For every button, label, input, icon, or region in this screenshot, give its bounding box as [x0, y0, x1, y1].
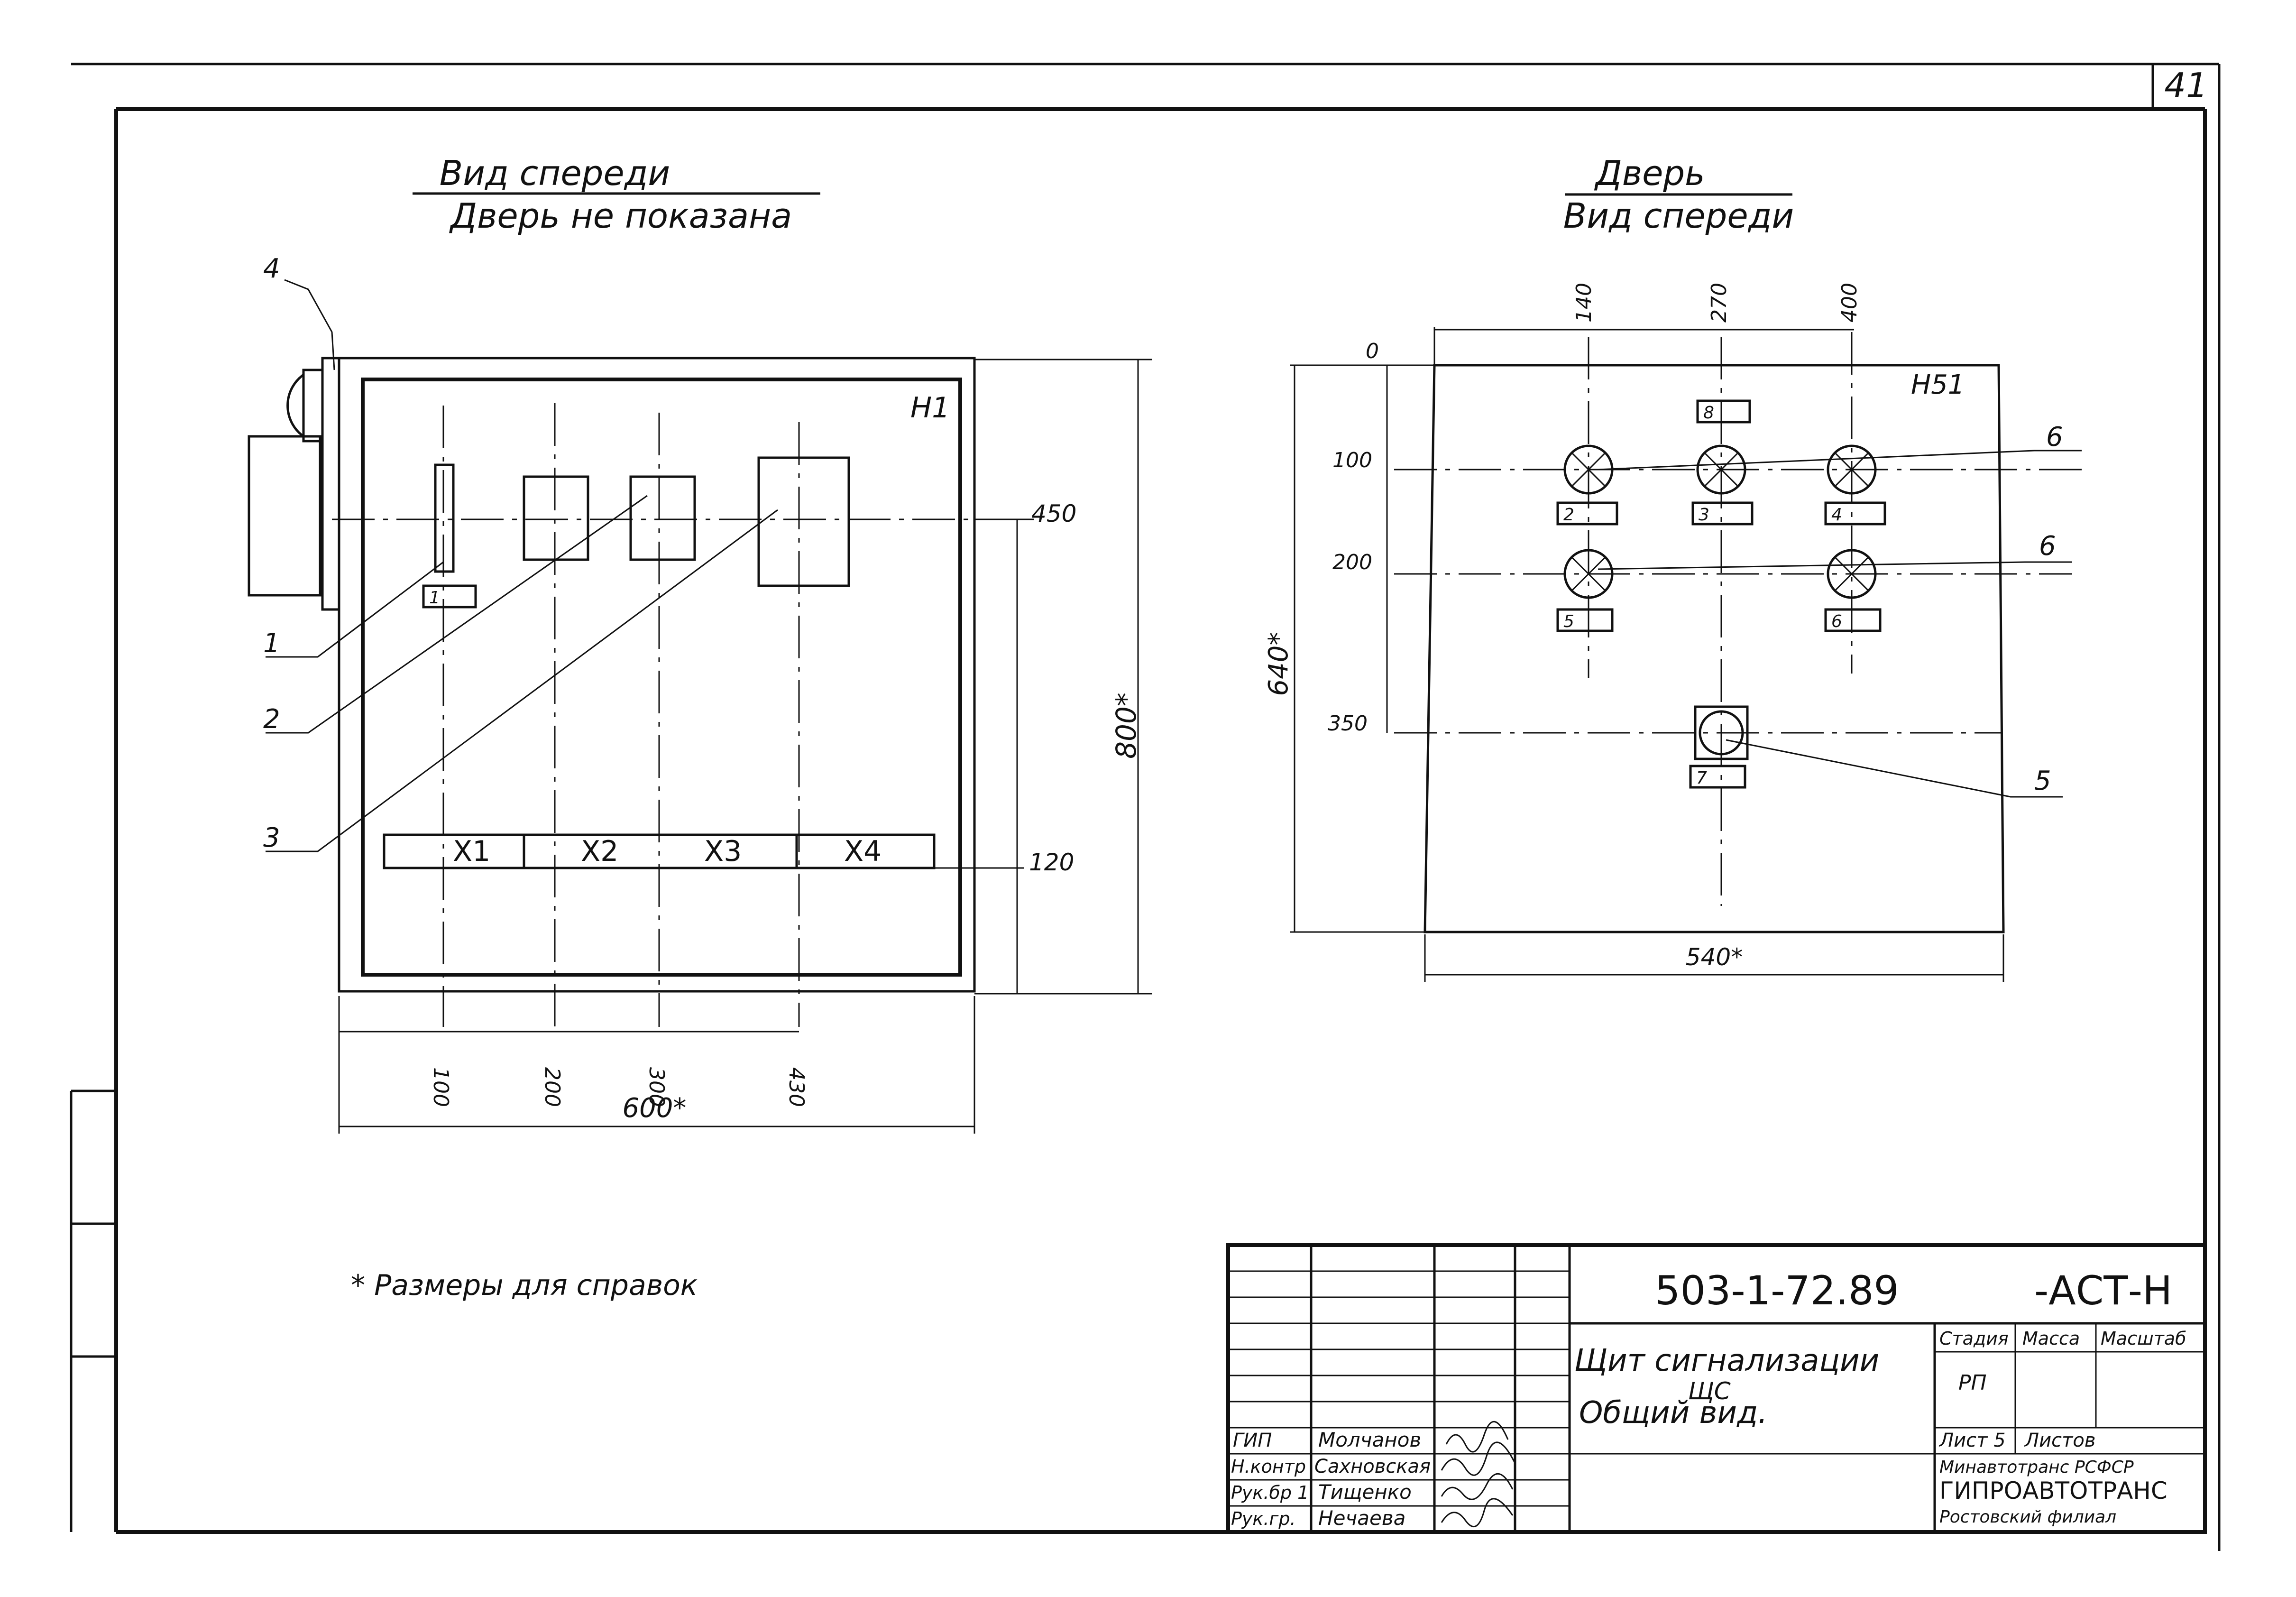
footnote: * Размеры для справок [351, 1269, 698, 1302]
stage-value: РП [1958, 1371, 1987, 1395]
dim-left-350: 350 [1328, 711, 1368, 736]
tag-7: 7 [1696, 768, 1707, 788]
lamp-2 [1696, 444, 1746, 495]
lamp-5 [1827, 549, 1877, 599]
right-panel-code: H51 [1911, 369, 1965, 400]
right-view: Дверь Вид спереди H51 [1263, 153, 2082, 982]
dim-left-200: 200 [1332, 550, 1372, 574]
tag-4: 4 [1831, 505, 1842, 525]
left-view: Вид спереди Дверь не показана H1 1 [248, 153, 1152, 1134]
name-tishchenko: Тищенко [1318, 1480, 1412, 1504]
role-gip: ГИП [1233, 1430, 1272, 1451]
device-4 [757, 456, 850, 587]
doc-name-line2: ЩС [1688, 1377, 1731, 1405]
right-view-title: Дверь [1594, 153, 1705, 193]
org-line2: ГИПРОАВТОТРАНС [1939, 1477, 2167, 1505]
device-label-1 [422, 584, 477, 609]
sheet-label: Лист 5 [1938, 1430, 2006, 1451]
callout-3: 3 [263, 822, 280, 853]
callout-2: 2 [263, 704, 280, 735]
left-panel-code: H1 [910, 391, 950, 425]
tag-2: 2 [1563, 505, 1574, 525]
doc-suffix: -АСТ-Н [2034, 1267, 2172, 1314]
right-view-subtitle: Вид спереди [1563, 196, 1794, 236]
cabinet-inner [361, 378, 962, 977]
lamp-4 [1563, 549, 1614, 599]
name-molchanov: Молчанов [1318, 1428, 1421, 1451]
terminal-x1: X1 [453, 835, 490, 868]
right-leaders [1598, 450, 2082, 798]
tag-5: 5 [1563, 612, 1574, 631]
doc-code: 503-1-72.89 [1655, 1267, 1899, 1314]
device-2 [523, 475, 589, 561]
dim-bottom-430: 430 [784, 1067, 808, 1107]
callout-1: 1 [263, 628, 280, 659]
push-button [1694, 705, 1749, 760]
dim-800: 800* [1110, 692, 1142, 759]
role-nkontr: Н.контр [1231, 1456, 1306, 1477]
signal-lamp [248, 357, 340, 611]
terminal-x2: X2 [581, 835, 618, 868]
dim-bottom-200: 200 [540, 1067, 564, 1107]
terminal-x4: X4 [844, 835, 882, 868]
sheet-frame [70, 63, 2221, 1551]
doc-name-line3: Общий вид. [1579, 1395, 1768, 1431]
doc-name-line1: Щит сигнализации [1574, 1343, 1879, 1378]
sheet-number: 41 [2164, 65, 2208, 105]
col-scale: Масштаб [2101, 1328, 2186, 1349]
callout-5: 5 [2034, 766, 2051, 796]
title-block [1226, 1243, 2207, 1534]
callout-4: 4 [263, 253, 280, 284]
device-1 [434, 463, 455, 573]
callout-6b: 6 [2039, 531, 2056, 562]
tag-6: 6 [1831, 612, 1842, 631]
dim-top-140: 140 [1572, 283, 1596, 323]
name-sakhnovskaya: Сахновская [1314, 1456, 1431, 1477]
signatures [1441, 1421, 1516, 1528]
device-label-1-text: 1 [429, 588, 440, 608]
dim-540: 540* [1686, 943, 1743, 971]
role-rukbr: Рук.бр 1 [1231, 1482, 1309, 1503]
callout-6a: 6 [2046, 422, 2063, 452]
right-dims [1290, 327, 2004, 982]
left-view-subtitle: Дверь не показана [449, 196, 792, 236]
tags [1556, 399, 1886, 789]
terminal-x3: X3 [704, 835, 742, 868]
org-line1: Минавтотранс РСФСР [1939, 1458, 2134, 1477]
dim-left-0: 0 [1366, 339, 1379, 363]
name-nechaeva: Нечаева [1318, 1506, 1405, 1530]
dim-top-270: 270 [1707, 283, 1731, 323]
cabinet-outer [338, 357, 976, 993]
col-stage: Стадия [1939, 1328, 2009, 1349]
left-dims [338, 359, 1152, 1134]
terminal-strip: X1 X2 X3 X4 [383, 833, 936, 869]
dim-640: 640* [1263, 632, 1294, 696]
org-line3: Ростовский филиал [1939, 1507, 2116, 1527]
dim-top-400: 400 [1837, 283, 1862, 323]
role-rukgr: Рук.гр. [1231, 1508, 1296, 1529]
dim-450: 450 [1031, 500, 1076, 527]
leaders [266, 279, 778, 852]
tag-3: 3 [1699, 505, 1709, 525]
dim-600: 600* [623, 1093, 687, 1124]
left-view-title: Вид спереди [440, 153, 670, 193]
col-mass: Масса [2022, 1328, 2080, 1349]
dim-left-100: 100 [1332, 448, 1372, 472]
sheets-label: Листов [2024, 1430, 2095, 1451]
dim-bottom-300: 300 [644, 1067, 669, 1107]
dim-bottom-100: 100 [429, 1067, 453, 1107]
tag-8: 8 [1703, 403, 1714, 423]
door-outline [1424, 364, 2005, 933]
device-3 [629, 475, 696, 561]
dim-120: 120 [1029, 849, 1074, 876]
